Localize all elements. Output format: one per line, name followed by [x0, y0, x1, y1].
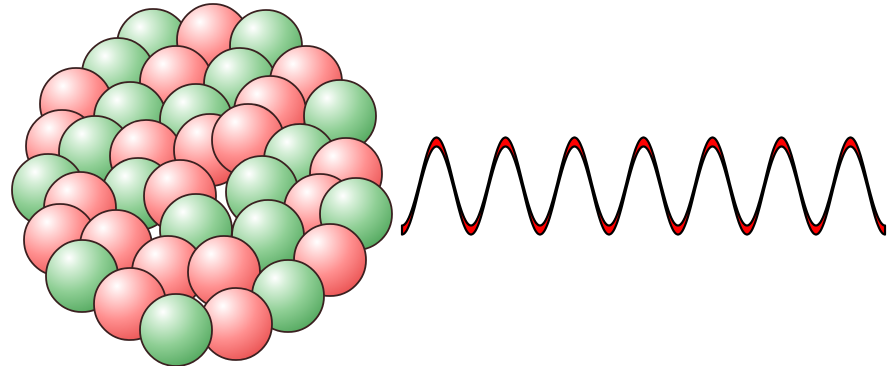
- wave-ribbon: [400, 136, 887, 236]
- gamma-ray-wave-icon: [400, 136, 887, 236]
- neutron-sphere: [139, 293, 213, 366]
- atomic-nucleus-icon: [11, 3, 393, 366]
